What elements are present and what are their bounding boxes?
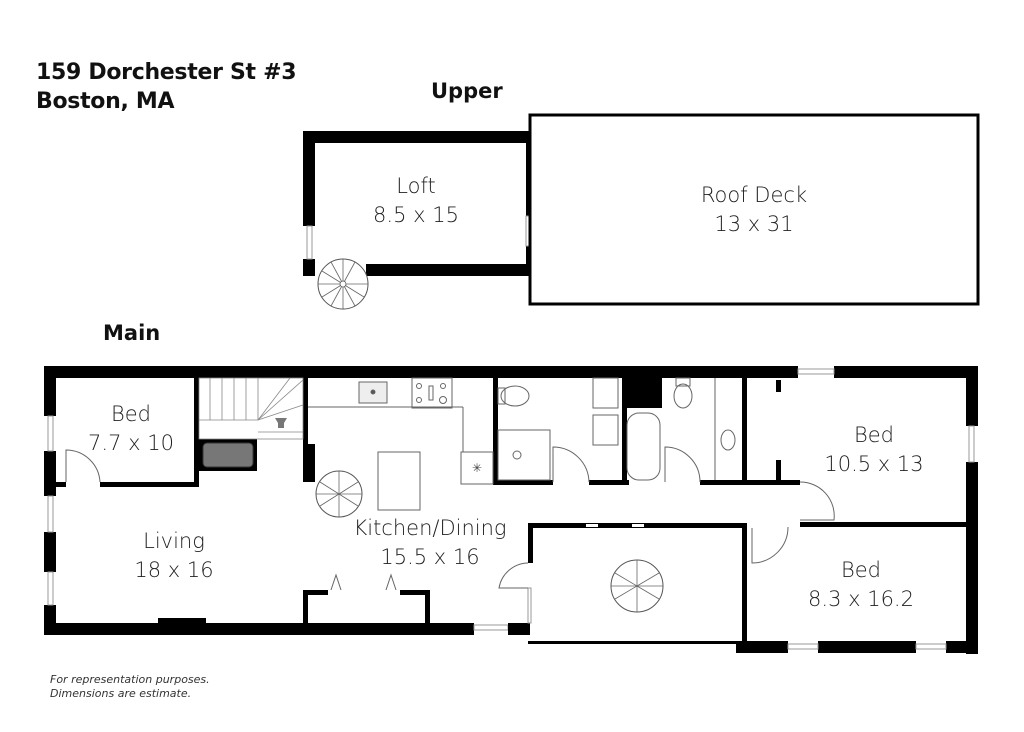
room-kitchen-dining: Kitchen/Dining 15.5 x 16 xyxy=(353,514,506,572)
room-living: Living 18 x 16 xyxy=(134,527,213,585)
upper-level-walls xyxy=(303,113,980,306)
svg-text:✳: ✳ xyxy=(472,461,482,475)
room-dims: 8.5 x 15 xyxy=(373,203,459,227)
kitchen-fixtures: ✳ xyxy=(308,377,494,511)
room-loft: Loft 8.5 x 15 xyxy=(373,172,459,230)
room-name: Kitchen/Dining xyxy=(353,516,507,540)
spiral-stair-kitchen-icon xyxy=(315,470,363,518)
room-bed-1: Bed 7.7 x 10 xyxy=(88,400,174,458)
room-dims: 13 x 31 xyxy=(714,212,794,236)
room-roof-deck: Roof Deck 13 x 31 xyxy=(701,181,807,239)
room-bed-3: Bed 8.3 x 16.2 xyxy=(808,556,914,614)
address-line-1: 159 Dorchester St #3 xyxy=(36,60,297,85)
property-address: 159 Dorchester St #3 Boston, MA xyxy=(36,58,297,116)
room-dims: 10.5 x 13 xyxy=(824,452,924,476)
door-swings xyxy=(65,446,835,591)
room-name: Bed xyxy=(840,558,881,582)
room-name: Loft xyxy=(396,174,436,198)
room-name: Bed xyxy=(853,423,895,447)
disclaimer: For representation purposes. Dimensions … xyxy=(50,673,210,701)
disclaimer-line-2: Dimensions are estimate. xyxy=(50,687,192,700)
staircase-icon xyxy=(198,377,304,440)
bathroom-fixtures xyxy=(497,377,736,481)
spiral-stair-hall-icon xyxy=(610,559,664,613)
level-label-upper: Upper xyxy=(431,79,503,103)
room-name: Living xyxy=(143,529,205,553)
room-dims: 18 x 16 xyxy=(134,558,214,582)
room-name: Bed xyxy=(110,402,151,426)
room-name: Roof Deck xyxy=(700,183,808,207)
main-level-walls xyxy=(44,366,978,654)
address-line-2: Boston, MA xyxy=(36,89,175,114)
room-dims: 7.7 x 10 xyxy=(88,431,174,455)
spiral-stair-icon xyxy=(317,258,369,310)
room-dims: 8.3 x 16.2 xyxy=(808,587,914,611)
room-bed-2: Bed 10.5 x 13 xyxy=(824,421,923,479)
room-dims: 15.5 x 16 xyxy=(380,545,480,569)
disclaimer-line-1: For representation purposes. xyxy=(50,673,210,686)
level-label-main: Main xyxy=(103,321,161,345)
